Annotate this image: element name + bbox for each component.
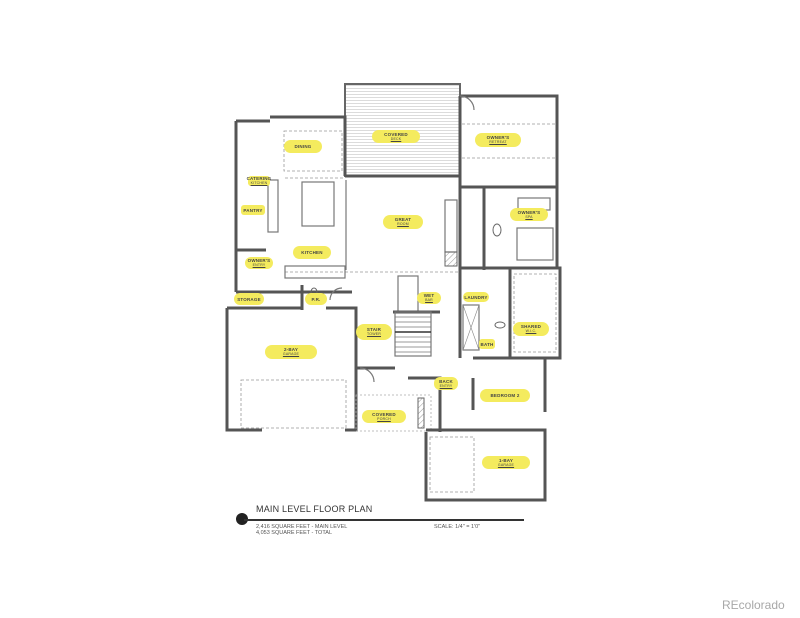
- room-label-dining: DINING: [284, 140, 322, 153]
- room-label-laundry: LAUNDRY: [463, 292, 489, 302]
- plan-title: MAIN LEVEL FLOOR PLAN: [256, 504, 373, 514]
- title-underline: [244, 519, 524, 521]
- area-total: 4,053 SQUARE FEET - TOTAL: [256, 530, 333, 536]
- watermark: REcolorado: [722, 598, 785, 612]
- plan-scale: SCALE: 1/4" = 1'0": [434, 524, 481, 530]
- title-bullet: [236, 513, 248, 525]
- room-label-powder: P.R.: [305, 293, 327, 305]
- room-label-bedroom-2: BEDROOM 2: [480, 389, 530, 402]
- room-label-storage: STORAGE: [234, 293, 264, 305]
- area-main-level: 2,416 SQUARE FEET - MAIN LEVEL: [256, 524, 348, 530]
- room-label-pantry: PANTRY: [241, 205, 265, 215]
- room-label-bath: BATH: [479, 339, 495, 349]
- room-label-kitchen: KITCHEN: [293, 246, 331, 259]
